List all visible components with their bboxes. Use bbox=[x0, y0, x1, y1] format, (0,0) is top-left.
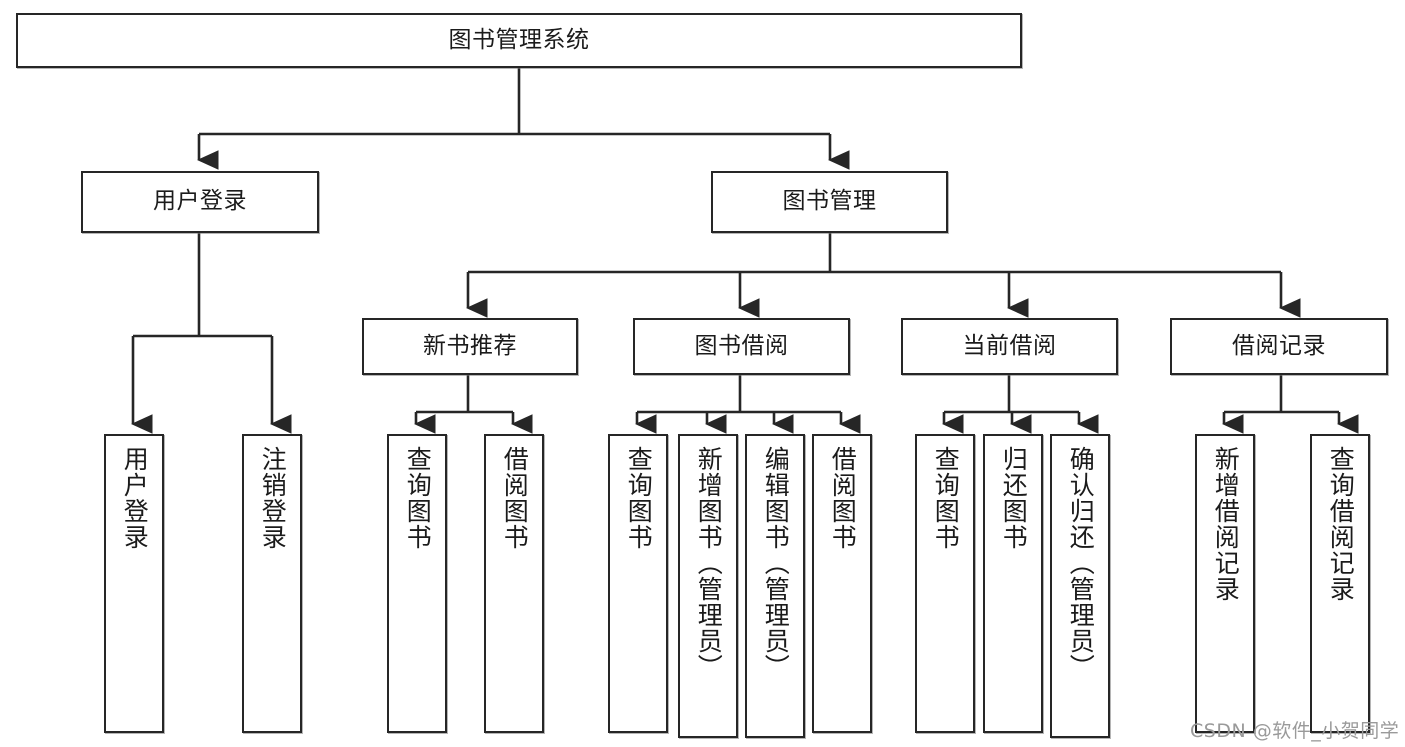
leaf-borrow-book-label: 借阅图书 bbox=[828, 446, 858, 550]
leaf-query-book-new-label: 查询图书 bbox=[403, 446, 433, 550]
leaf-logout-label: 注销登录 bbox=[258, 446, 288, 550]
leaf-query-book[interactable]: 查询图书 bbox=[608, 434, 668, 733]
leaf-user-login-label: 用户登录 bbox=[120, 446, 150, 550]
leaf-query-book-current-label: 查询图书 bbox=[931, 446, 961, 550]
leaf-borrow-book-new-label: 借阅图书 bbox=[500, 446, 530, 550]
leaf-add-borrow-record[interactable]: 新增借阅记录 bbox=[1195, 434, 1255, 733]
leaf-query-book-label: 查询图书 bbox=[624, 446, 654, 550]
leaf-user-login[interactable]: 用户登录 bbox=[104, 434, 164, 733]
leaf-add-book-admin[interactable]: 新增图书（管理员） bbox=[678, 434, 738, 738]
leaf-borrow-book[interactable]: 借阅图书 bbox=[812, 434, 872, 733]
leaf-query-borrow-record[interactable]: 查询借阅记录 bbox=[1310, 434, 1370, 733]
node-user-login-label: 用户登录 bbox=[153, 188, 247, 215]
leaf-query-book-current[interactable]: 查询图书 bbox=[915, 434, 975, 733]
leaf-return-book[interactable]: 归还图书 bbox=[983, 434, 1043, 733]
node-borrow-record[interactable]: 借阅记录 bbox=[1170, 318, 1388, 375]
leaf-add-borrow-record-label: 新增借阅记录 bbox=[1211, 446, 1241, 602]
node-borrow-record-label: 借阅记录 bbox=[1232, 332, 1326, 359]
node-current-borrow[interactable]: 当前借阅 bbox=[901, 318, 1118, 375]
leaf-logout[interactable]: 注销登录 bbox=[242, 434, 302, 733]
node-user-login[interactable]: 用户登录 bbox=[81, 171, 319, 233]
node-book-borrow[interactable]: 图书借阅 bbox=[633, 318, 850, 375]
leaf-add-book-admin-label: 新增图书（管理员） bbox=[694, 446, 724, 680]
leaf-edit-book-admin[interactable]: 编辑图书（管理员） bbox=[745, 434, 805, 738]
node-current-borrow-label: 当前借阅 bbox=[962, 332, 1057, 359]
leaf-query-book-new[interactable]: 查询图书 bbox=[387, 434, 447, 733]
leaf-confirm-return-admin[interactable]: 确认归还（管理员） bbox=[1050, 434, 1110, 738]
node-new-book-recommend[interactable]: 新书推荐 bbox=[362, 318, 578, 375]
node-new-book-recommend-label: 新书推荐 bbox=[423, 332, 517, 359]
node-book-management[interactable]: 图书管理 bbox=[711, 171, 948, 233]
node-book-borrow-label: 图书借阅 bbox=[694, 332, 789, 359]
leaf-borrow-book-new[interactable]: 借阅图书 bbox=[484, 434, 544, 733]
leaf-confirm-return-admin-label: 确认归还（管理员） bbox=[1066, 446, 1096, 680]
leaf-return-book-label: 归还图书 bbox=[999, 446, 1029, 550]
node-book-management-label: 图书管理 bbox=[782, 188, 877, 215]
leaf-edit-book-admin-label: 编辑图书（管理员） bbox=[761, 446, 791, 680]
node-root[interactable]: 图书管理系统 bbox=[16, 13, 1022, 68]
watermark: CSDN @软件_小贺同学 bbox=[1190, 720, 1400, 742]
node-root-label: 图书管理系统 bbox=[448, 26, 590, 53]
leaf-query-borrow-record-label: 查询借阅记录 bbox=[1326, 446, 1356, 602]
